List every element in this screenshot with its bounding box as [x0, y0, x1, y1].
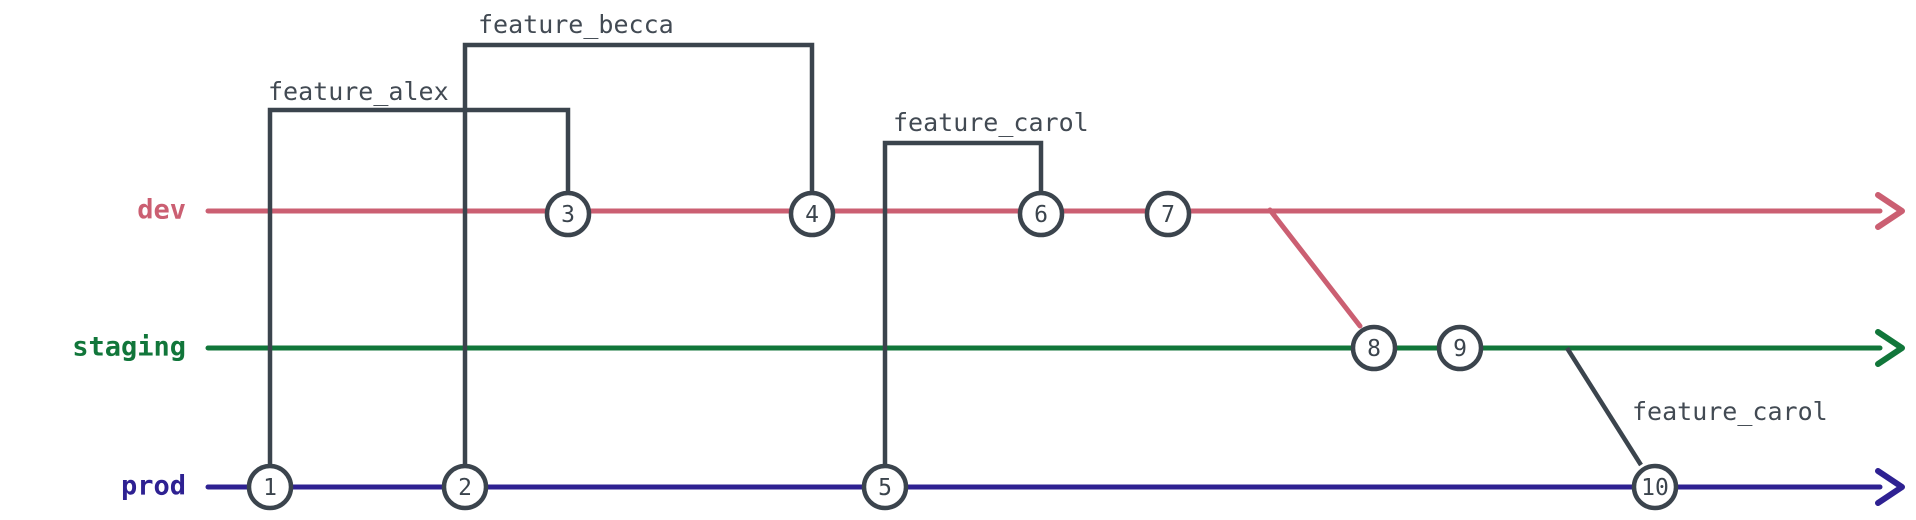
- commit-node-6[interactable]: 6: [1017, 190, 1065, 238]
- commit-label-2: 2: [458, 475, 472, 501]
- commit-node-8[interactable]: 8: [1350, 324, 1398, 372]
- feature-path-alex: [267, 107, 571, 466]
- commit-nodes: 1 2 3 4 5 6 7 8 9 10: [246, 190, 1679, 511]
- arrow-head-prod: [1875, 468, 1905, 506]
- branch-arrowheads: [1875, 192, 1905, 506]
- feature-label-alex: feature_alex: [268, 77, 449, 106]
- commit-label-4: 4: [805, 202, 819, 228]
- feature-path-carol-prod: [1565, 346, 1643, 467]
- commit-node-7[interactable]: 7: [1144, 190, 1192, 238]
- feature-label-carol-prod: feature_carol: [1632, 397, 1828, 426]
- feature-path-carol: [882, 140, 1044, 466]
- commit-circle-1[interactable]: [246, 463, 294, 511]
- commit-node-2[interactable]: 2: [441, 463, 489, 511]
- commit-label-8: 8: [1367, 336, 1381, 362]
- feature-path-becca: [462, 42, 815, 466]
- commit-circle-9[interactable]: [1436, 324, 1484, 372]
- feature-label-becca: feature_becca: [478, 10, 674, 39]
- commit-node-10[interactable]: 10: [1631, 463, 1679, 511]
- branch-labels: dev staging prod: [72, 195, 186, 502]
- commit-node-9[interactable]: 9: [1436, 324, 1484, 372]
- commit-circle-3[interactable]: [544, 190, 592, 238]
- commit-label-1: 1: [263, 475, 277, 501]
- commit-circle-5[interactable]: [861, 463, 909, 511]
- commit-circle-6[interactable]: [1017, 190, 1065, 238]
- commit-label-7: 7: [1161, 202, 1175, 228]
- commit-circle-7[interactable]: [1144, 190, 1192, 238]
- commit-circle-2[interactable]: [441, 463, 489, 511]
- feature-branch-paths: [267, 42, 1643, 467]
- branch-label-dev: dev: [137, 195, 186, 226]
- branch-label-prod: prod: [121, 471, 186, 502]
- feature-labels: feature_alex feature_becca feature_carol…: [268, 10, 1828, 426]
- branch-label-staging: staging: [72, 332, 186, 363]
- feature-label-carol: feature_carol: [893, 108, 1089, 137]
- commit-node-3[interactable]: 3: [544, 190, 592, 238]
- commit-label-3: 3: [561, 202, 575, 228]
- commit-circle-4[interactable]: [788, 190, 836, 238]
- merge-lines: [1267, 207, 1363, 329]
- commit-label-6: 6: [1034, 202, 1048, 228]
- commit-label-9: 9: [1453, 336, 1467, 362]
- commit-node-1[interactable]: 1: [246, 463, 294, 511]
- arrow-head-staging: [1875, 329, 1905, 367]
- commit-label-5: 5: [878, 475, 892, 501]
- commit-node-4[interactable]: 4: [788, 190, 836, 238]
- commit-label-10: 10: [1641, 475, 1669, 501]
- merge-line-dev-to-staging: [1267, 207, 1363, 329]
- commit-circle-10[interactable]: [1631, 463, 1679, 511]
- arrow-head-dev: [1875, 192, 1905, 230]
- commit-node-5[interactable]: 5: [861, 463, 909, 511]
- commit-circle-8[interactable]: [1350, 324, 1398, 372]
